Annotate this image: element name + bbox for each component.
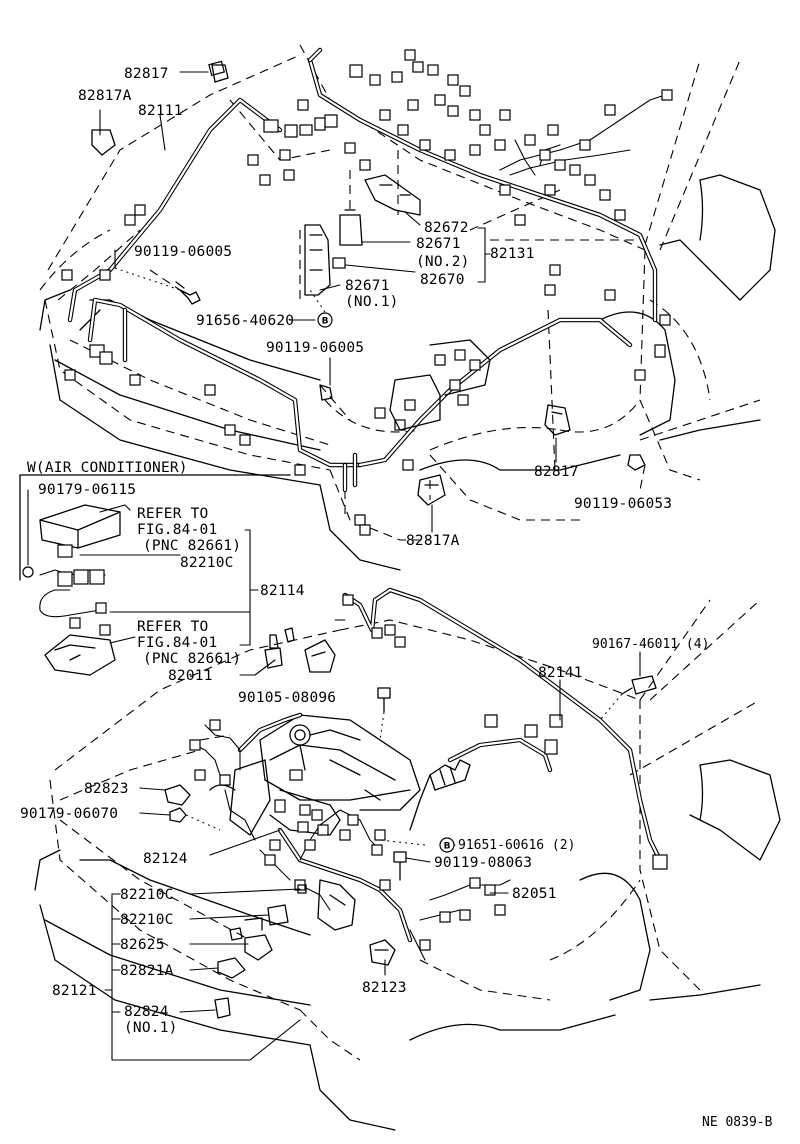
- label-pnc-1: (PNC 82661): [143, 538, 241, 554]
- label-82824: 82824: [124, 1004, 169, 1020]
- label-82011: 82011: [168, 668, 213, 684]
- label-82672: 82672: [424, 220, 469, 236]
- label-91651-60616: 91651-60616 (2): [458, 838, 575, 853]
- label-90179-06070: 90179-06070: [20, 806, 118, 822]
- label-82671-no1: 82671: [345, 278, 390, 294]
- engine-bay-box: [389, 339, 491, 506]
- label-82671-no2: 82671: [416, 236, 461, 252]
- label-82821A: 82821A: [120, 963, 174, 979]
- label-no1-b: (NO.1): [124, 1020, 178, 1036]
- label-90119-06005-b: 90119-06005: [266, 340, 364, 356]
- label-90119-06005-a: 90119-06005: [134, 244, 232, 260]
- label-90119-06053: 90119-06053: [574, 496, 672, 512]
- label-82817-top: 82817: [124, 66, 169, 82]
- label-82141: 82141: [538, 665, 583, 681]
- label-pnc-2: (PNC 82661): [143, 651, 241, 667]
- harness-82141: [342, 587, 668, 870]
- label-82123: 82123: [362, 980, 407, 996]
- label-82625: 82625: [120, 937, 165, 953]
- part-labels: 82817 82817A 82111 90119-06005 91656-406…: [20, 66, 773, 1130]
- label-82817A-mid: 82817A: [406, 533, 460, 549]
- figure-code: NE 0839-B: [702, 1115, 773, 1130]
- label-90179-06115: 90179-06115: [38, 482, 136, 498]
- label-91656-40620: 91656-40620: [196, 313, 294, 329]
- label-82124: 82124: [143, 851, 188, 867]
- label-82210C-c: 82210C: [120, 912, 174, 928]
- label-fig-1: FIG.84-01: [137, 522, 217, 538]
- circle-b-marker-1: B: [317, 312, 333, 328]
- upper-body-outline: [39, 44, 776, 571]
- air-conditioner-panel: [19, 474, 291, 676]
- top-fasteners: [91, 64, 646, 471]
- relay-bracket: [304, 174, 421, 296]
- label-w-air-conditioner: W(AIR CONDITIONER): [27, 460, 188, 476]
- label-82670: 82670: [420, 272, 465, 288]
- label-82121: 82121: [52, 983, 97, 999]
- label-refer-to-2: REFER TO: [137, 619, 208, 635]
- harness-82121: [189, 712, 511, 961]
- label-82051: 82051: [512, 886, 557, 902]
- label-82111: 82111: [138, 103, 183, 119]
- label-fig-2: FIG.84-01: [137, 635, 217, 651]
- svg-text:B: B: [444, 842, 451, 852]
- label-90119-08063: 90119-08063: [434, 855, 532, 871]
- label-no1-a: (NO.1): [345, 294, 399, 310]
- lower-small-parts: [164, 627, 657, 1019]
- label-82817-mid: 82817: [534, 464, 579, 480]
- label-no2: (NO.2): [416, 254, 470, 270]
- label-refer-to-1: REFER TO: [137, 506, 208, 522]
- svg-text:B: B: [322, 317, 329, 327]
- circle-b-marker-2: B: [439, 837, 455, 853]
- label-82114: 82114: [260, 583, 305, 599]
- leader-lines: [99, 71, 646, 1061]
- upper-connectors: [61, 49, 673, 536]
- label-82817A-top: 82817A: [78, 88, 132, 104]
- label-82210C-a: 82210C: [180, 555, 234, 571]
- label-82131: 82131: [490, 246, 535, 262]
- label-90167-46011: 90167-46011 (4): [592, 637, 709, 652]
- label-82823: 82823: [84, 781, 129, 797]
- label-82210C-b: 82210C: [120, 887, 174, 903]
- label-90105-08096: 90105-08096: [238, 690, 336, 706]
